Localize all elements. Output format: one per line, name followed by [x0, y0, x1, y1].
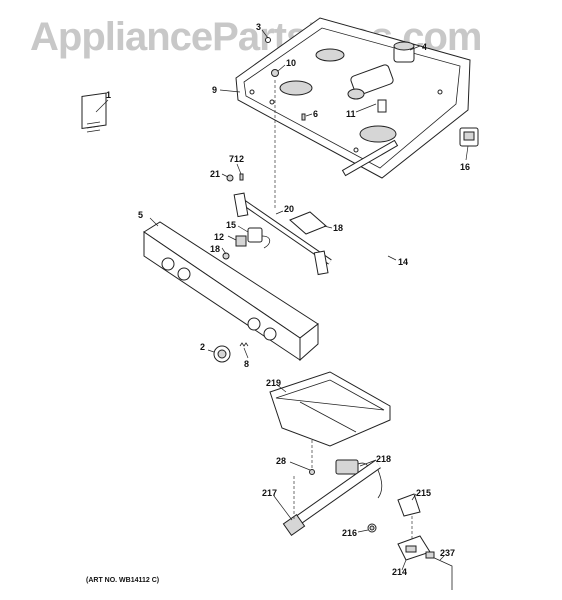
- part-214-safety-valve[interactable]: [397, 535, 431, 561]
- art-number-label: (ART NO. WB14112 C): [86, 577, 159, 584]
- part-21-clip[interactable]: [226, 174, 234, 182]
- callout-18-lower: 18: [210, 244, 220, 254]
- part-218-igniter[interactable]: [335, 459, 369, 477]
- part-215-bracket[interactable]: [397, 493, 421, 517]
- part-6-screw[interactable]: [301, 113, 306, 121]
- part-2-knob[interactable]: [213, 345, 231, 363]
- part-5-control-panel[interactable]: [143, 221, 319, 362]
- part-1-literature[interactable]: [81, 92, 107, 133]
- callout-3: 3: [256, 22, 261, 32]
- callout-12: 12: [214, 232, 224, 242]
- callout-9: 9: [212, 85, 217, 95]
- callout-216: 216: [342, 528, 357, 538]
- callout-1: 1: [106, 90, 111, 100]
- callout-28: 28: [276, 456, 286, 466]
- part-12-valve-body[interactable]: [235, 235, 247, 247]
- callout-219: 219: [266, 378, 281, 388]
- part-3-screw[interactable]: [265, 37, 271, 43]
- callout-215: 215: [416, 488, 431, 498]
- part-237-thermostat-bulb[interactable]: [425, 551, 453, 590]
- callout-712: 712: [229, 154, 244, 164]
- callout-16: 16: [460, 162, 470, 172]
- part-10-grommet[interactable]: [271, 69, 279, 77]
- callout-217: 217: [262, 488, 277, 498]
- part-8-spring[interactable]: [239, 342, 249, 347]
- callout-214: 214: [392, 567, 407, 577]
- callout-15: 15: [226, 220, 236, 230]
- callout-18-upper: 18: [333, 223, 343, 233]
- part-16-switch[interactable]: [459, 127, 479, 147]
- part-712-screw[interactable]: [239, 173, 244, 181]
- part-11-valve-block[interactable]: [347, 64, 394, 113]
- part-20-manifold-pipe[interactable]: [233, 192, 332, 276]
- callout-11: 11: [346, 109, 356, 119]
- callout-8: 8: [244, 359, 249, 369]
- part-216-grommet[interactable]: [367, 523, 377, 533]
- part-217-oven-burner[interactable]: [282, 459, 383, 537]
- part-4-valve[interactable]: [393, 41, 415, 63]
- callout-4: 4: [422, 42, 427, 52]
- callout-6: 6: [313, 109, 318, 119]
- part-219-shield[interactable]: [269, 371, 391, 447]
- callout-5: 5: [138, 210, 143, 220]
- part-18-bracket-upper[interactable]: [289, 211, 327, 235]
- callout-14: 14: [398, 257, 408, 267]
- callout-20: 20: [284, 204, 294, 214]
- part-28-screw[interactable]: [309, 469, 315, 475]
- callout-21: 21: [210, 169, 220, 179]
- callout-10: 10: [286, 58, 296, 68]
- callout-237: 237: [440, 548, 455, 558]
- callout-2: 2: [200, 342, 205, 352]
- part-18-screw-lower[interactable]: [222, 252, 230, 260]
- leader-lines: [95, 29, 469, 571]
- callout-218: 218: [376, 454, 391, 464]
- part-14-gas-tube[interactable]: [319, 189, 415, 272]
- part-15-valve[interactable]: [247, 227, 271, 249]
